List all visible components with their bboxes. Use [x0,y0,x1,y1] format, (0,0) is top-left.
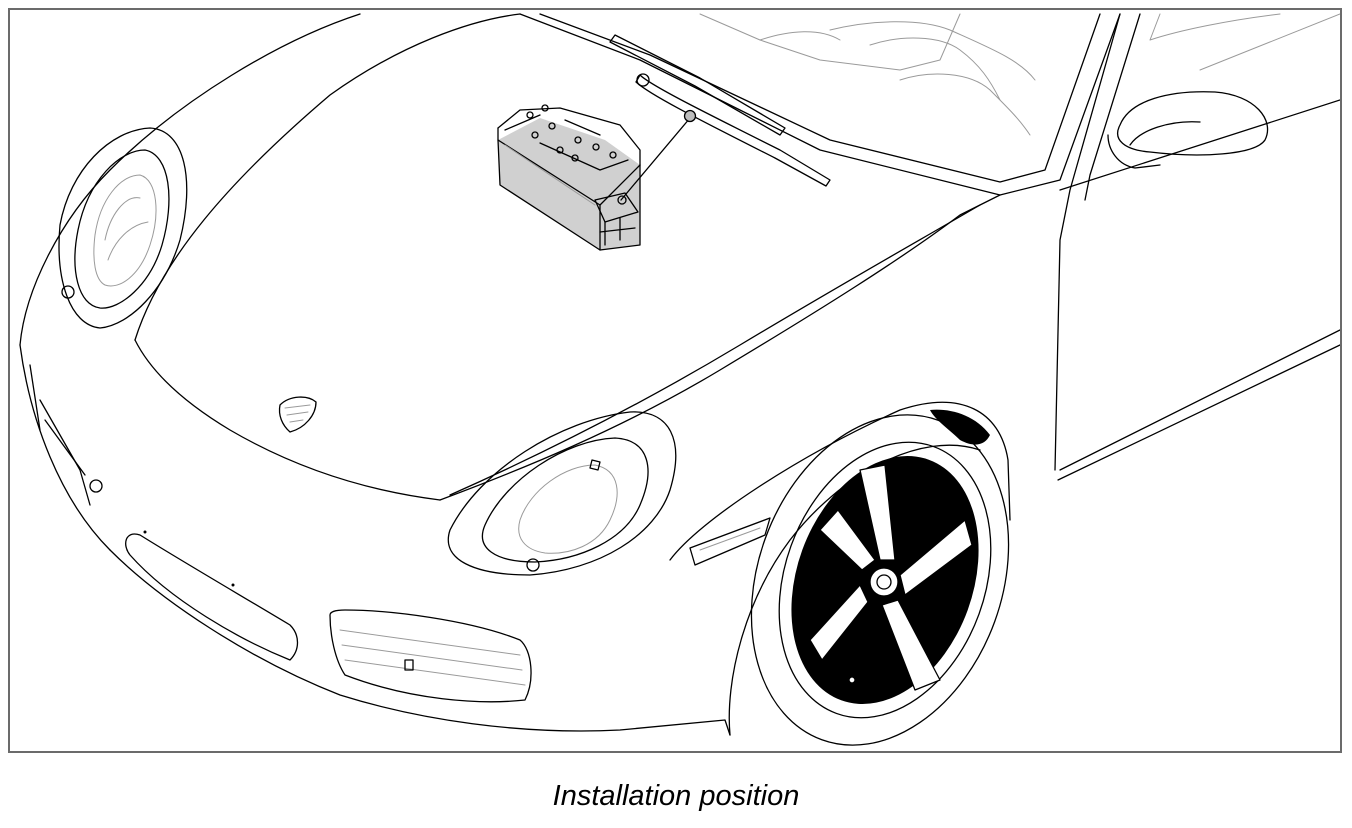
headlight-right [447,411,677,576]
wiper [609,34,831,187]
fender-right [669,401,1011,736]
wheel-spokes [809,464,973,691]
side-marker [689,517,771,566]
callout-leader [620,109,697,201]
front-left-body [19,13,361,551]
car-illustration [19,13,1340,746]
headlight-left [58,127,188,329]
illustration-frame [8,8,1342,753]
figure-caption: Installation position [552,780,800,812]
door [1054,13,1340,481]
battery-terminals [526,104,627,205]
porsche-crest [278,396,317,433]
side-mirror [1107,91,1269,169]
hood [134,13,1001,501]
battery [497,104,641,251]
front-bumper [109,530,731,736]
callout-dot [683,109,697,123]
windshield [519,13,1121,196]
front-wheel [750,414,1010,746]
